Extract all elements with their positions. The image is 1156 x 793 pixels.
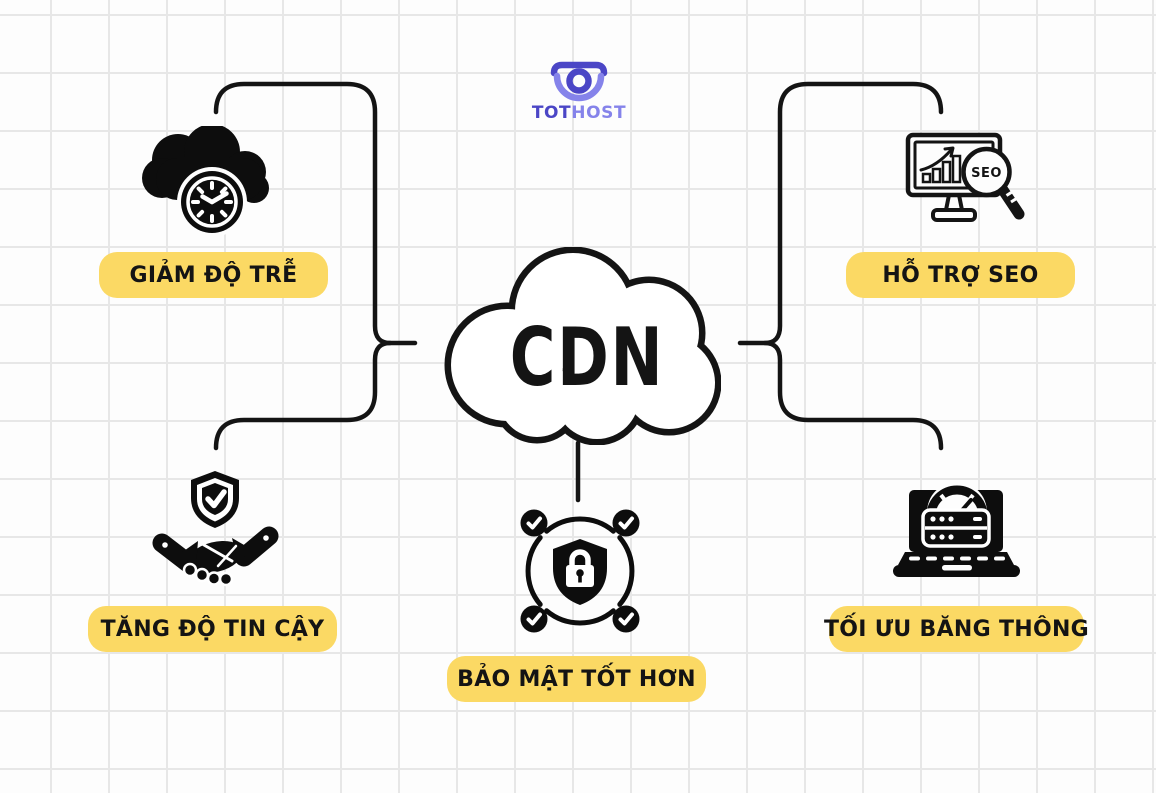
- label-bao-mat-tot-hon: BẢO MẬT TỐT HƠN: [447, 656, 706, 702]
- label-giam-do-tre: GIẢM ĐỘ TRỄ: [99, 252, 328, 298]
- brand-logo: TOTHOST: [524, 58, 634, 123]
- label-tang-do-tin-cay: TĂNG ĐỘ TIN CẬY: [88, 606, 337, 652]
- label-ho-tro-seo: HỖ TRỢ SEO: [846, 252, 1075, 298]
- tothost-logo-icon: [550, 61, 608, 102]
- shield-lock-icon: [520, 509, 640, 633]
- handshake-shield-icon: [152, 471, 279, 587]
- brand-name-bold: TOT: [531, 103, 572, 123]
- seo-magnifier-icon: SEO: [905, 132, 1025, 222]
- cdn-label: CDN: [510, 311, 665, 404]
- right-brace-bottom: [762, 340, 944, 451]
- label-toi-uu-bang-thong: TỐI ƯU BĂNG THÔNG: [824, 606, 1089, 652]
- cloud-clock-icon: [142, 126, 269, 237]
- cdn-cloud: CDN: [444, 247, 721, 445]
- brand-logo-text: TOTHOST: [532, 103, 626, 123]
- seo-glass-text: SEO: [971, 166, 1002, 181]
- laptop-speedometer-icon: [893, 482, 1020, 577]
- left-brace-bottom: [213, 340, 393, 451]
- brand-name-light: HOST: [571, 103, 627, 123]
